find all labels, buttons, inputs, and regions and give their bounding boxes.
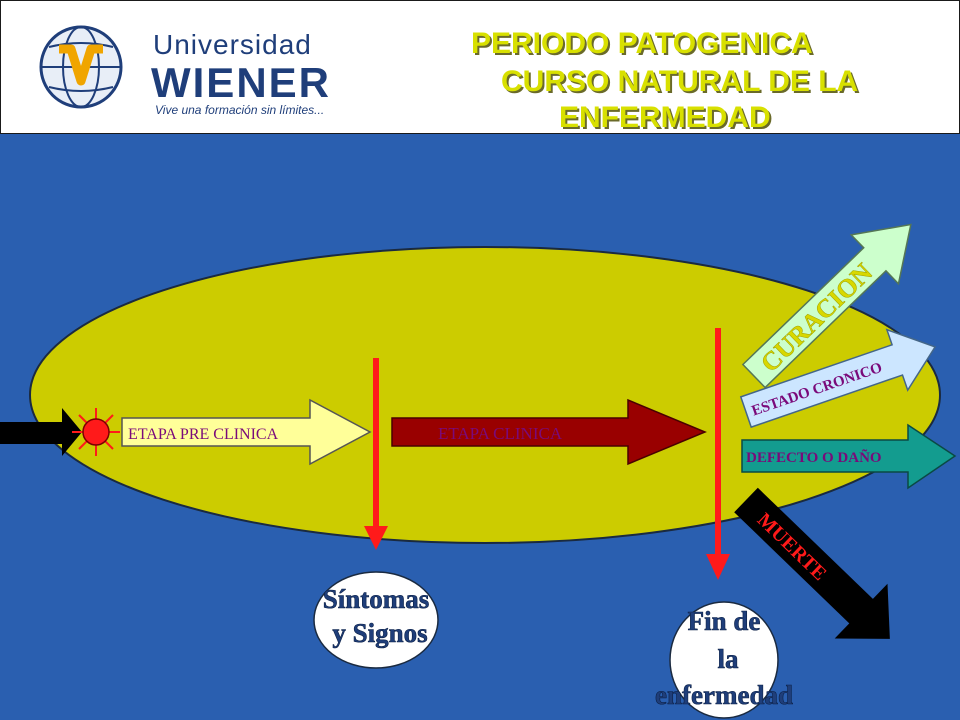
preclinical-label: ETAPA PRE CLINICA	[128, 426, 279, 443]
clinical-arrow	[391, 398, 707, 466]
entry-arrow	[0, 408, 82, 456]
logo-line1: Universidad	[153, 29, 312, 60]
onset-sun-icon	[72, 408, 120, 456]
end-line-2: la	[717, 644, 739, 674]
title-line-3: ENFERMEDAD	[559, 101, 771, 134]
title-line-2: CURSO NATURAL DE LA	[501, 65, 859, 98]
symptoms-marker-line	[364, 358, 388, 550]
defect-label: DEFECTO O DAÑO	[746, 448, 882, 466]
end-line-3: enfermedad	[655, 680, 793, 710]
end-line-1: Fin de	[688, 606, 761, 636]
header-bar: Universidad WIENER Vive una formación si…	[0, 0, 960, 134]
end-marker-line	[706, 328, 730, 580]
pathogenic-period-ellipse	[29, 246, 941, 544]
defect-arrow	[741, 423, 957, 490]
end-bubble	[669, 601, 779, 719]
title-line-1: PERIODO PATOGENICA	[471, 27, 813, 60]
globe-icon	[39, 25, 123, 109]
symptoms-line-1: Síntomas	[323, 584, 430, 614]
logo-line2: WIENER	[151, 59, 331, 106]
clinical-label: ETAPA CLINICA	[438, 424, 563, 443]
preclinical-arrow	[121, 398, 372, 466]
university-logo: Universidad WIENER Vive una formación si…	[31, 15, 351, 119]
symptoms-bubble	[313, 571, 439, 669]
logo-tagline: Vive una formación sin límites...	[155, 103, 325, 117]
symptoms-line-2: y Signos	[332, 618, 427, 648]
